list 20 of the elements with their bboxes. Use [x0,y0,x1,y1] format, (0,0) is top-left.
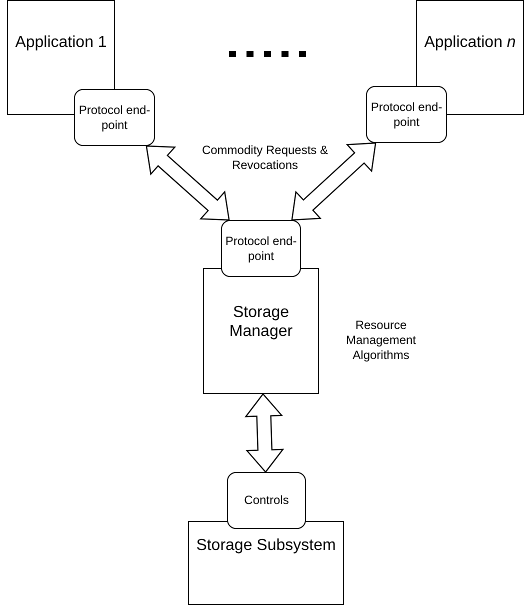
node-label: Protocol end-point [78,103,152,132]
node-label: Storage Subsystem [196,536,336,556]
component-box [203,268,319,394]
component-box [416,0,524,115]
double-arrow [146,145,230,221]
node-label: Protocol end-point [370,100,444,129]
endpoint-box [366,86,447,143]
annotation-text: Commodity Requests & Revocations [200,143,330,173]
annotation-text: Resource Management Algorithms [344,318,418,363]
node-label: Protocol end-point [224,234,298,263]
endpoint-box [221,220,301,277]
node-label: Controls [243,493,290,508]
node-label: Storage Manager [228,303,294,342]
node-label: Application 1 [14,33,108,52]
component-box [188,521,344,605]
double-arrow [244,393,284,473]
endpoint-box [227,472,306,529]
double-arrow [291,142,376,221]
endpoint-box [74,89,155,146]
node-label: Application n [423,33,517,52]
